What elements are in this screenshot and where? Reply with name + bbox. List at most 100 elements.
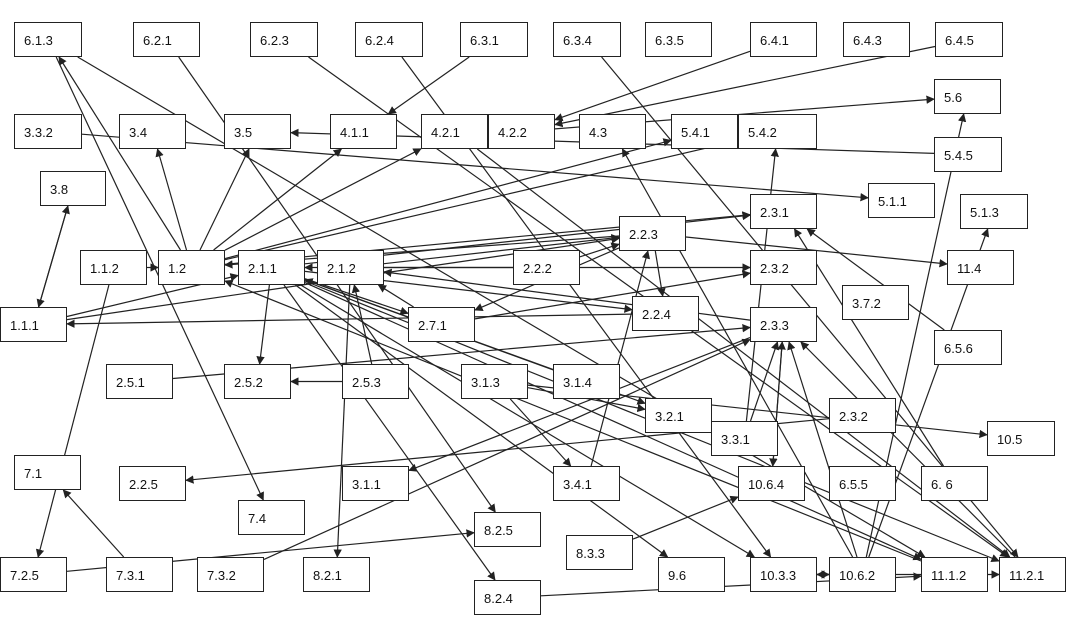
node-box: 8.3.3 — [566, 535, 633, 570]
node-box: 5.4.5 — [934, 137, 1002, 172]
node-label: 6.4.1 — [760, 33, 789, 48]
node-box: 1.1.2 — [80, 250, 147, 285]
node-label: 6.3.5 — [655, 33, 684, 48]
node-label: 3.1.4 — [563, 375, 592, 390]
node-box: 6.2.1 — [133, 22, 200, 57]
node-box: 2.3.2 — [829, 398, 896, 433]
node-box: 11.4 — [947, 250, 1014, 285]
node-label: 4.1.1 — [340, 125, 369, 140]
node-label: 8.2.5 — [484, 523, 513, 538]
node-label: 7.4 — [248, 511, 267, 526]
node-label: 6.2.4 — [365, 33, 394, 48]
node-label: 2.5.2 — [234, 375, 263, 390]
node-box: 6.3.1 — [460, 22, 528, 57]
node-box: 3.5 — [224, 114, 291, 149]
node-box: 6.1.3 — [14, 22, 82, 57]
arrow-connector — [224, 148, 422, 251]
node-label: 7.3.2 — [207, 568, 236, 583]
arrow-connector — [199, 148, 250, 251]
node-box: 6.4.5 — [935, 22, 1003, 57]
node-label: 6.2.1 — [143, 33, 172, 48]
arrow-connector — [35, 284, 110, 558]
node-box: 6.3.4 — [553, 22, 621, 57]
arrow-connector — [304, 282, 922, 561]
node-box: 3.7.2 — [842, 285, 909, 320]
node-box: 8.2.1 — [303, 557, 370, 592]
node-box: 10.6.2 — [829, 557, 896, 592]
node-box: 2.2.3 — [619, 216, 686, 251]
node-box: 7.1 — [14, 455, 81, 490]
node-box: 5.1.1 — [868, 183, 935, 218]
node-label: 8.2.4 — [484, 591, 513, 606]
node-label: 6.4.3 — [853, 33, 882, 48]
node-label: 3.3.2 — [24, 125, 53, 140]
node-box: 5.4.2 — [738, 114, 817, 149]
node-box: 6.3.5 — [645, 22, 712, 57]
node-box: 6.5.5 — [829, 466, 896, 501]
arrow-connector — [224, 138, 739, 261]
arrow-connector — [408, 337, 751, 472]
arrow-connector — [474, 270, 751, 320]
node-label: 3.3.1 — [721, 432, 750, 447]
node-box: 8.2.4 — [474, 580, 541, 615]
node-box: 2.2.5 — [119, 466, 186, 501]
arrow-connector — [579, 242, 620, 258]
node-label: 7.2.5 — [10, 568, 39, 583]
node-label: 2.5.1 — [116, 375, 145, 390]
node-box: 10.5 — [987, 421, 1055, 456]
node-label: 6.3.4 — [563, 33, 592, 48]
arrow-connector — [333, 284, 351, 558]
node-box: 7.4 — [238, 500, 305, 535]
node-box: 2.5.3 — [342, 364, 409, 399]
node-label: 2.3.3 — [760, 318, 789, 333]
node-label: 10.5 — [997, 432, 1023, 447]
node-label: 8.3.3 — [576, 546, 605, 561]
arrow-connector — [295, 284, 669, 558]
node-label: 5.1.1 — [878, 194, 907, 209]
node-label: 5.4.5 — [944, 148, 973, 163]
arrow-connector — [793, 228, 945, 467]
node-box: 4.2.2 — [488, 114, 555, 149]
node-label: 6.4.5 — [945, 33, 974, 48]
node-label: 3.5 — [234, 125, 253, 140]
node-box: 6.4.3 — [843, 22, 910, 57]
arrow-connector — [554, 50, 751, 122]
node-label: 10.3.3 — [760, 568, 797, 583]
node-label: 6.2.3 — [260, 33, 289, 48]
arrow-connector — [800, 341, 1016, 558]
node-label: 6.5.5 — [839, 477, 868, 492]
arrow-connector — [509, 398, 572, 467]
node-label: 5.4.1 — [681, 125, 710, 140]
node-label: 2.3.1 — [760, 205, 789, 220]
node-box: 2.3.2 — [750, 250, 817, 285]
node-box: 7.3.2 — [197, 557, 264, 592]
node-box: 3.8 — [40, 171, 106, 206]
node-box: 5.6 — [934, 79, 1001, 114]
node-label: 2.1.2 — [327, 261, 356, 276]
node-label: 5.6 — [944, 90, 963, 105]
node-box: 3.3.2 — [14, 114, 82, 149]
node-box: 5.4.1 — [671, 114, 738, 149]
arrow-connector — [224, 138, 672, 260]
node-label: 3.1.1 — [352, 477, 381, 492]
node-label: 6.1.3 — [24, 33, 53, 48]
node-label: 2.2.5 — [129, 477, 158, 492]
node-label: 1.1.1 — [10, 318, 39, 333]
arrow-connector — [806, 228, 945, 331]
node-box: 2.7.1 — [408, 307, 475, 342]
node-label: 3.8 — [50, 182, 69, 197]
node-label: 2.7.1 — [418, 318, 447, 333]
arrow-connector — [590, 250, 651, 467]
node-label: 6.3.1 — [470, 33, 499, 48]
node-box: 1.1.1 — [0, 307, 67, 342]
node-box: 1.2 — [158, 250, 225, 285]
arrow-connector — [36, 205, 69, 308]
arrow-connector — [155, 148, 188, 251]
arrow-connector — [387, 56, 470, 115]
node-box: 3.2.1 — [645, 398, 712, 433]
arrow-connector — [749, 341, 780, 422]
node-label: 6. 6 — [931, 477, 953, 492]
arrow-connector — [300, 284, 756, 558]
node-box: 6. 6 — [921, 466, 988, 501]
node-box: 11.2.1 — [999, 557, 1066, 592]
